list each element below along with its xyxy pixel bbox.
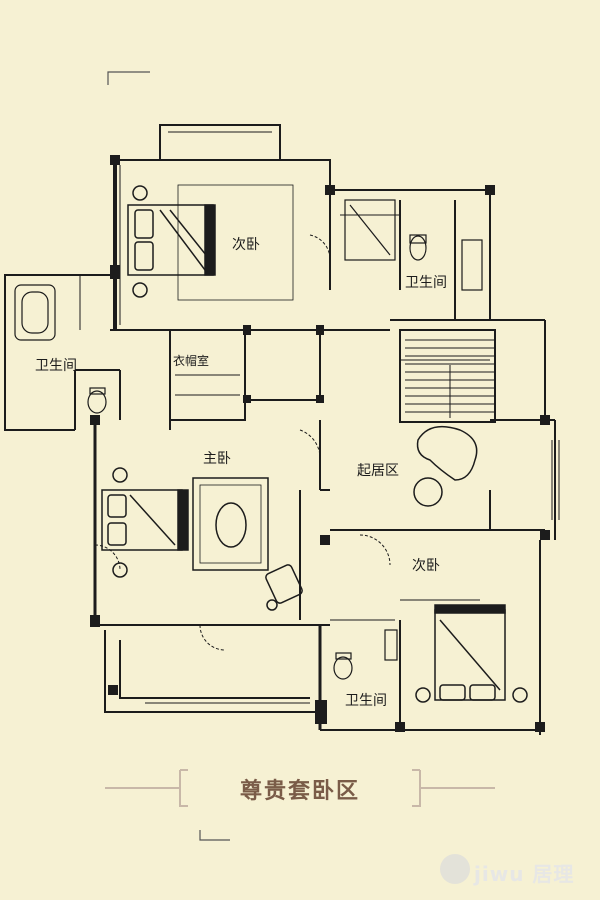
room-label-secondary-bedroom-right: 次卧 [412, 555, 440, 575]
bottom-bath-fixtures [334, 630, 397, 679]
top-bedroom-furniture [128, 185, 293, 300]
room-label-bathroom-top-right: 卫生间 [405, 272, 447, 292]
plan-title-text: 尊贵套卧区 [100, 773, 500, 805]
room-label-dressing-room: 衣帽室 [173, 352, 209, 369]
room-label-bathroom-bottom: 卫生间 [345, 690, 387, 710]
room-label-secondary-bedroom-top: 次卧 [232, 234, 260, 254]
right-bedroom-furniture [416, 605, 527, 702]
stair-treads [405, 340, 495, 418]
master-bedroom-furniture [102, 468, 303, 610]
left-bath-fixtures [15, 285, 106, 413]
plan-title: 尊贵套卧区 [100, 765, 500, 815]
room-label-living-area: 起居区 [357, 460, 399, 480]
room-label-master-bedroom: 主卧 [203, 448, 231, 468]
watermark-logo: jiwu 居理 [440, 852, 590, 892]
room-label-bathroom-left: 卫生间 [35, 355, 77, 375]
watermark-text: jiwu 居理 [474, 858, 574, 887]
exterior-walls [5, 125, 559, 735]
watermark-icon [440, 854, 470, 884]
living-area-furniture [400, 360, 490, 506]
